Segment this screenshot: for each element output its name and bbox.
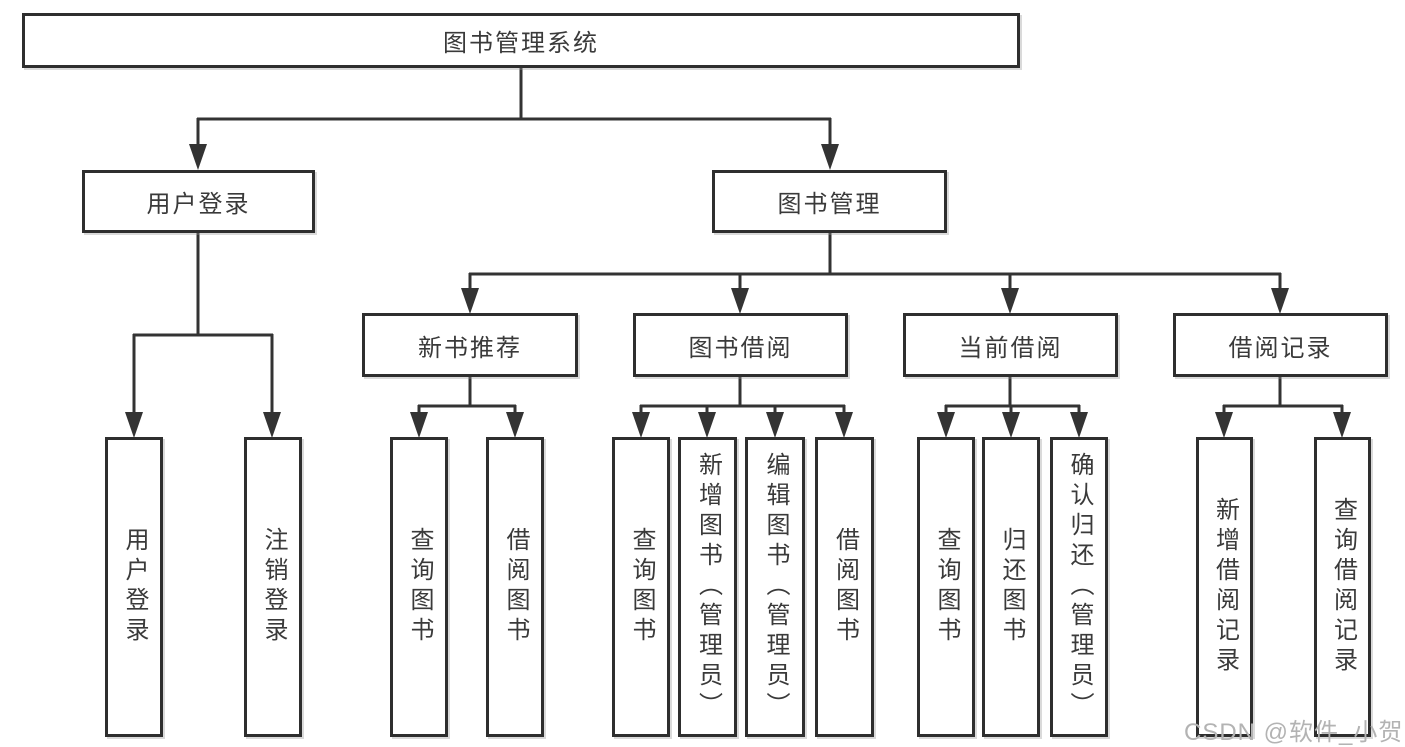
leaf-edit-books-admin-label: 编辑图书（管理员） xyxy=(762,452,789,722)
node-user-login: 用户登录 xyxy=(82,170,315,233)
node-user-login-label: 用户登录 xyxy=(146,191,251,218)
leaf-confirm-return-admin-label: 确认归还（管理员） xyxy=(1066,452,1093,722)
node-current-borrowing-label: 当前借阅 xyxy=(958,334,1063,362)
leaf-return-books: 归还图书 xyxy=(982,437,1040,737)
leaf-query-books-borrowing: 查询图书 xyxy=(612,437,670,737)
node-borrow-records-label: 借阅记录 xyxy=(1228,334,1333,362)
leaf-add-books-admin: 新增图书（管理员） xyxy=(678,437,737,737)
leaf-query-books-current-label: 查询图书 xyxy=(933,527,960,647)
node-book-borrowing-label: 图书借阅 xyxy=(688,334,793,362)
leaf-query-borrow-record-label: 查询借阅记录 xyxy=(1329,497,1357,677)
node-new-book-recommend-label: 新书推荐 xyxy=(418,334,522,362)
node-new-book-recommend: 新书推荐 xyxy=(362,313,578,377)
leaf-confirm-return-admin: 确认归还（管理员） xyxy=(1050,437,1108,737)
leaf-query-books-borrowing-label: 查询图书 xyxy=(628,527,655,647)
leaf-add-borrow-record-label: 新增借阅记录 xyxy=(1211,497,1239,677)
node-book-management-label: 图书管理 xyxy=(777,191,882,218)
node-borrow-records: 借阅记录 xyxy=(1173,313,1388,377)
leaf-borrow-books-borrowing-label: 借阅图书 xyxy=(831,527,859,647)
leaf-query-books-recommend-label: 查询图书 xyxy=(406,527,433,647)
leaf-add-borrow-record: 新增借阅记录 xyxy=(1196,437,1253,737)
leaf-add-books-admin-label: 新增图书（管理员） xyxy=(694,452,722,722)
leaf-query-books-recommend: 查询图书 xyxy=(390,437,448,737)
leaf-logout: 注销登录 xyxy=(244,437,302,737)
node-book-management: 图书管理 xyxy=(712,170,947,233)
leaf-return-books-label: 归还图书 xyxy=(998,527,1025,647)
leaf-logout-label: 注销登录 xyxy=(260,527,287,647)
leaf-query-borrow-record: 查询借阅记录 xyxy=(1314,437,1371,737)
node-current-borrowing: 当前借阅 xyxy=(903,313,1118,377)
node-book-borrowing: 图书借阅 xyxy=(633,313,848,377)
leaf-user-login-label: 用户登录 xyxy=(121,527,148,647)
leaf-query-books-current: 查询图书 xyxy=(917,437,975,737)
leaf-borrow-books-borrowing: 借阅图书 xyxy=(815,437,874,737)
leaf-user-login: 用户登录 xyxy=(105,437,163,737)
node-root: 图书管理系统 xyxy=(22,13,1020,68)
leaf-borrow-books-recommend: 借阅图书 xyxy=(486,437,544,737)
leaf-edit-books-admin: 编辑图书（管理员） xyxy=(745,437,805,737)
csdn-watermark: CSDN @软件_小贺同学 xyxy=(1184,719,1405,746)
node-root-label: 图书管理系统 xyxy=(443,30,599,57)
leaf-borrow-books-recommend-label: 借阅图书 xyxy=(502,527,529,647)
